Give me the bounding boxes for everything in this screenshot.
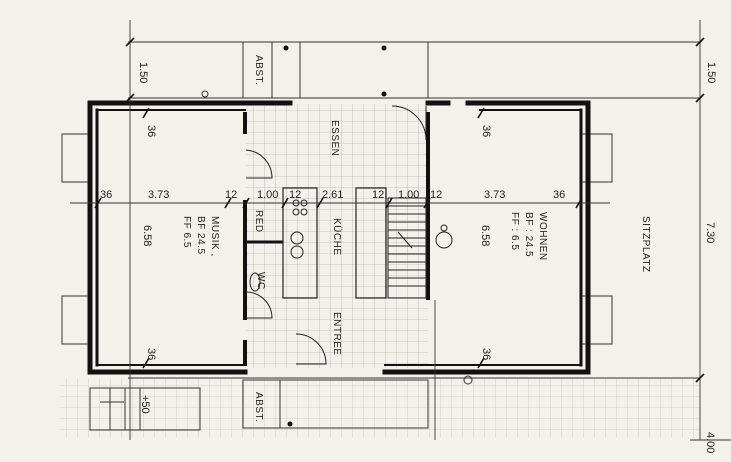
dim-top-offset-left: 1.50: [137, 62, 149, 83]
room-musik-bf: BF 24.5: [195, 216, 206, 255]
room-musik-name: MUSIK ,: [209, 216, 220, 257]
dim-width-kitchen: 2.61: [322, 189, 343, 201]
dim-wall-top-right: 36: [480, 125, 492, 137]
exterior-walls: [87, 100, 591, 375]
dim-wall-top-left: 36: [145, 125, 157, 137]
outdoor-stair: [89, 387, 201, 431]
dim-overall-depth: 7.30: [704, 222, 716, 243]
post-marker: [381, 91, 387, 97]
dim-wall-12-d: 12: [430, 189, 442, 201]
dim-width-red: 1.00: [257, 189, 278, 201]
dim-wall-12-a: 12: [225, 189, 237, 201]
post-marker: [381, 45, 387, 51]
dim-wall-12-c: 12: [372, 189, 384, 201]
dim-wall-bottom-right: 36: [480, 348, 492, 360]
interior-staircase: [387, 197, 427, 299]
toilet-icon: [249, 272, 261, 292]
room-abst-top: ABST.: [253, 55, 264, 85]
dim-wall-left: 36: [100, 189, 112, 201]
room-entree: ENTREE: [331, 312, 342, 356]
dim-bottom-right: 4.00: [704, 432, 716, 453]
table-icon: [435, 224, 453, 249]
room-wc: WC: [255, 272, 266, 290]
room-wohnen-ff: FF : 6.5: [509, 212, 520, 250]
room-kueche: KÜCHE: [331, 218, 343, 256]
dimension-lines: [70, 20, 731, 441]
interior-walls: [243, 112, 430, 366]
room-red: RED: [253, 210, 264, 233]
room-sitzplatz: SITZPLATZ: [640, 216, 651, 273]
sink-icon: [290, 231, 304, 259]
dim-width-left-room: 3.73: [148, 189, 169, 201]
dimension-ticks: [94, 37, 705, 383]
dim-width-right-room: 3.73: [484, 189, 505, 201]
room-musik-ff: FF 6.5: [181, 216, 192, 248]
dim-wall-12-b: 12: [289, 189, 301, 201]
burner-icon: [292, 199, 308, 216]
dim-top-offset-right: 1.50: [705, 62, 717, 83]
room-essen: ESSEN: [329, 120, 340, 156]
dim-width-stair: 1.00: [398, 189, 419, 201]
dim-depth-left: 6.58: [141, 225, 153, 246]
kitchen-counters: [282, 187, 387, 299]
room-wohnen-bf: BF : 24.5: [523, 212, 534, 257]
post-marker: [463, 375, 473, 385]
tiled-floor-center: [246, 104, 428, 368]
post-marker: [287, 421, 293, 427]
post-marker: [283, 45, 289, 51]
dim-step-height: +50: [139, 395, 151, 414]
dim-wall-right: 36: [553, 189, 565, 201]
dim-depth-right: 6.58: [479, 225, 491, 246]
bottom-porch: [242, 379, 429, 429]
room-abst-bottom: ABST.: [253, 392, 264, 422]
room-wohnen-name: WOHNEN: [537, 212, 548, 261]
tiled-terrace-bottom: [60, 378, 700, 438]
door-swings: [245, 105, 427, 365]
dim-wall-bottom-left: 36: [145, 348, 157, 360]
post-marker: [201, 90, 209, 98]
